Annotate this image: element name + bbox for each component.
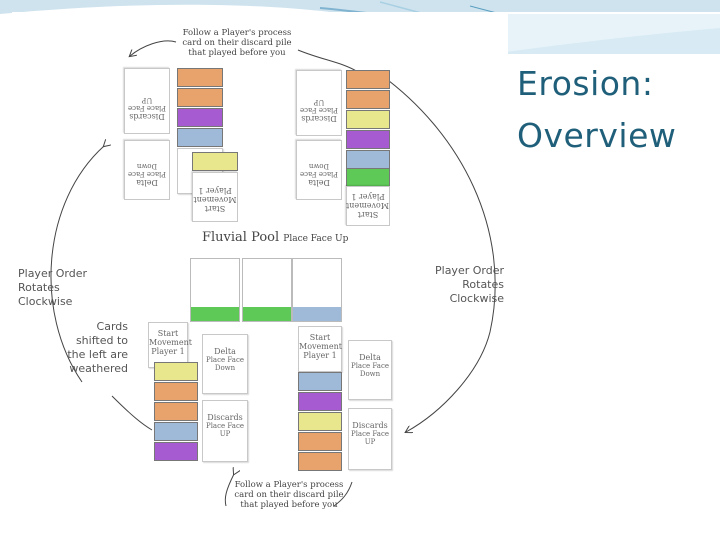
weathered-label-line: weathered bbox=[69, 362, 128, 375]
delta-card: Delta Place Face Down bbox=[296, 140, 342, 200]
fluvial-pool-title: Fluvial Pool Place Face Up bbox=[202, 230, 352, 245]
card-sublabel: Place Face Down bbox=[205, 356, 245, 372]
flow-arrows bbox=[50, 40, 496, 507]
top-note-line: Follow a Player's process bbox=[182, 28, 292, 38]
yellow-card bbox=[346, 110, 390, 129]
top-note: Follow a Player's process card on their … bbox=[172, 28, 302, 58]
right-label-line: Rotates bbox=[462, 278, 504, 291]
erosion-overview-diagram: Follow a Player's process card on their … bbox=[12, 12, 508, 528]
start-movement-card: Start Movement Player 1 bbox=[346, 186, 390, 226]
pool-subtitle-text: Place Face Up bbox=[283, 234, 349, 244]
card-label: Discards bbox=[207, 413, 243, 422]
orange-card bbox=[298, 432, 342, 451]
pool-title-text: Fluvial Pool bbox=[202, 230, 280, 245]
bottom-note-line: that played before you bbox=[240, 500, 338, 510]
orange-card bbox=[177, 88, 223, 107]
purple-card bbox=[154, 442, 198, 461]
orange-card bbox=[154, 382, 198, 401]
pool-card-bar bbox=[243, 307, 291, 321]
orange-card bbox=[298, 452, 342, 471]
top-note-line: that played before you bbox=[188, 48, 286, 58]
pool-card-green bbox=[190, 258, 240, 322]
start-movement-card: Start Movement Player 1 bbox=[192, 172, 238, 222]
orange-card bbox=[177, 68, 223, 87]
slide-title: Erosion: Overview bbox=[517, 58, 717, 162]
card-label: Delta bbox=[136, 178, 158, 187]
pool-card-blue bbox=[292, 258, 342, 322]
card-sublabel: Place Face UP bbox=[127, 96, 167, 112]
green-card bbox=[346, 168, 390, 187]
card-sublabel: Place Face Down bbox=[299, 162, 339, 178]
card-label: Discards bbox=[301, 114, 337, 123]
discards-card: Discards Place Face UP bbox=[202, 400, 248, 462]
discards-card: Discards Place Face UP bbox=[296, 70, 342, 136]
left-label-line: Rotates bbox=[18, 281, 60, 294]
orange-card bbox=[154, 402, 198, 421]
top-note-line: card on their discard pile bbox=[182, 38, 292, 48]
card-label: Delta bbox=[359, 353, 381, 362]
delta-card: Delta Place Face Down bbox=[202, 334, 248, 394]
pool-card-bar bbox=[191, 307, 239, 321]
purple-card bbox=[346, 130, 390, 149]
card-sublabel: Place Face UP bbox=[205, 422, 245, 438]
card-label: Start Movement Player 1 bbox=[149, 329, 192, 356]
start-movement-card: Start Movement Player 1 bbox=[148, 322, 192, 368]
card-label: Discards bbox=[129, 112, 165, 121]
weathered-label-line: shifted to bbox=[75, 334, 128, 347]
pool-card-bar bbox=[293, 307, 341, 321]
card-label: Delta bbox=[214, 347, 236, 356]
right-player-order-label: Player Order Rotates Clockwise bbox=[422, 264, 504, 306]
yellow-card bbox=[192, 152, 238, 171]
yellow-card bbox=[298, 412, 342, 431]
discards-card: Discards Place Face UP bbox=[348, 408, 392, 470]
blue-card bbox=[298, 372, 342, 391]
title-line-2: Overview bbox=[517, 116, 677, 155]
blue-card bbox=[346, 150, 390, 169]
bottom-note-line: Follow a Player's process bbox=[234, 480, 344, 490]
title-line-1: Erosion: bbox=[517, 64, 654, 103]
card-sublabel: Place Face Down bbox=[350, 362, 390, 378]
purple-card bbox=[177, 108, 223, 127]
bottom-note-line: card on their discard pile bbox=[234, 490, 344, 500]
bottom-note: Follow a Player's process card on their … bbox=[224, 480, 354, 510]
weathered-label-line: the left are bbox=[67, 348, 128, 361]
blue-card bbox=[154, 422, 198, 441]
discards-card: Discards Place Face UP bbox=[124, 68, 170, 134]
card-label: Start Movement Player 1 bbox=[346, 192, 389, 219]
blue-card bbox=[177, 128, 223, 147]
delta-card: Delta Place Face Down bbox=[124, 140, 170, 200]
card-sublabel: Place Face UP bbox=[299, 98, 339, 114]
left-player-order-label: Player Order Rotates Clockwise bbox=[18, 267, 98, 309]
weathered-label-line: Cards bbox=[96, 320, 128, 333]
right-label-line: Clockwise bbox=[449, 292, 504, 305]
right-label-line: Player Order bbox=[435, 264, 504, 277]
orange-card bbox=[346, 90, 390, 109]
card-label: Discards bbox=[352, 421, 388, 430]
yellow-card bbox=[154, 362, 198, 381]
weathered-label: Cards shifted to the left are weathered bbox=[62, 320, 128, 376]
card-sublabel: Place Face UP bbox=[350, 430, 390, 446]
orange-card bbox=[346, 70, 390, 89]
purple-card bbox=[298, 392, 342, 411]
card-label: Delta bbox=[308, 178, 330, 187]
card-label: Start Movement Player 1 bbox=[193, 186, 237, 213]
pool-card-green bbox=[242, 258, 292, 322]
left-label-line: Player Order bbox=[18, 267, 87, 280]
card-sublabel: Place Face Down bbox=[127, 162, 167, 178]
start-movement-card: Start Movement Player 1 bbox=[298, 326, 342, 372]
left-label-line: Clockwise bbox=[18, 295, 73, 308]
delta-card: Delta Place Face Down bbox=[348, 340, 392, 400]
card-label: Start Movement Player 1 bbox=[299, 333, 342, 360]
